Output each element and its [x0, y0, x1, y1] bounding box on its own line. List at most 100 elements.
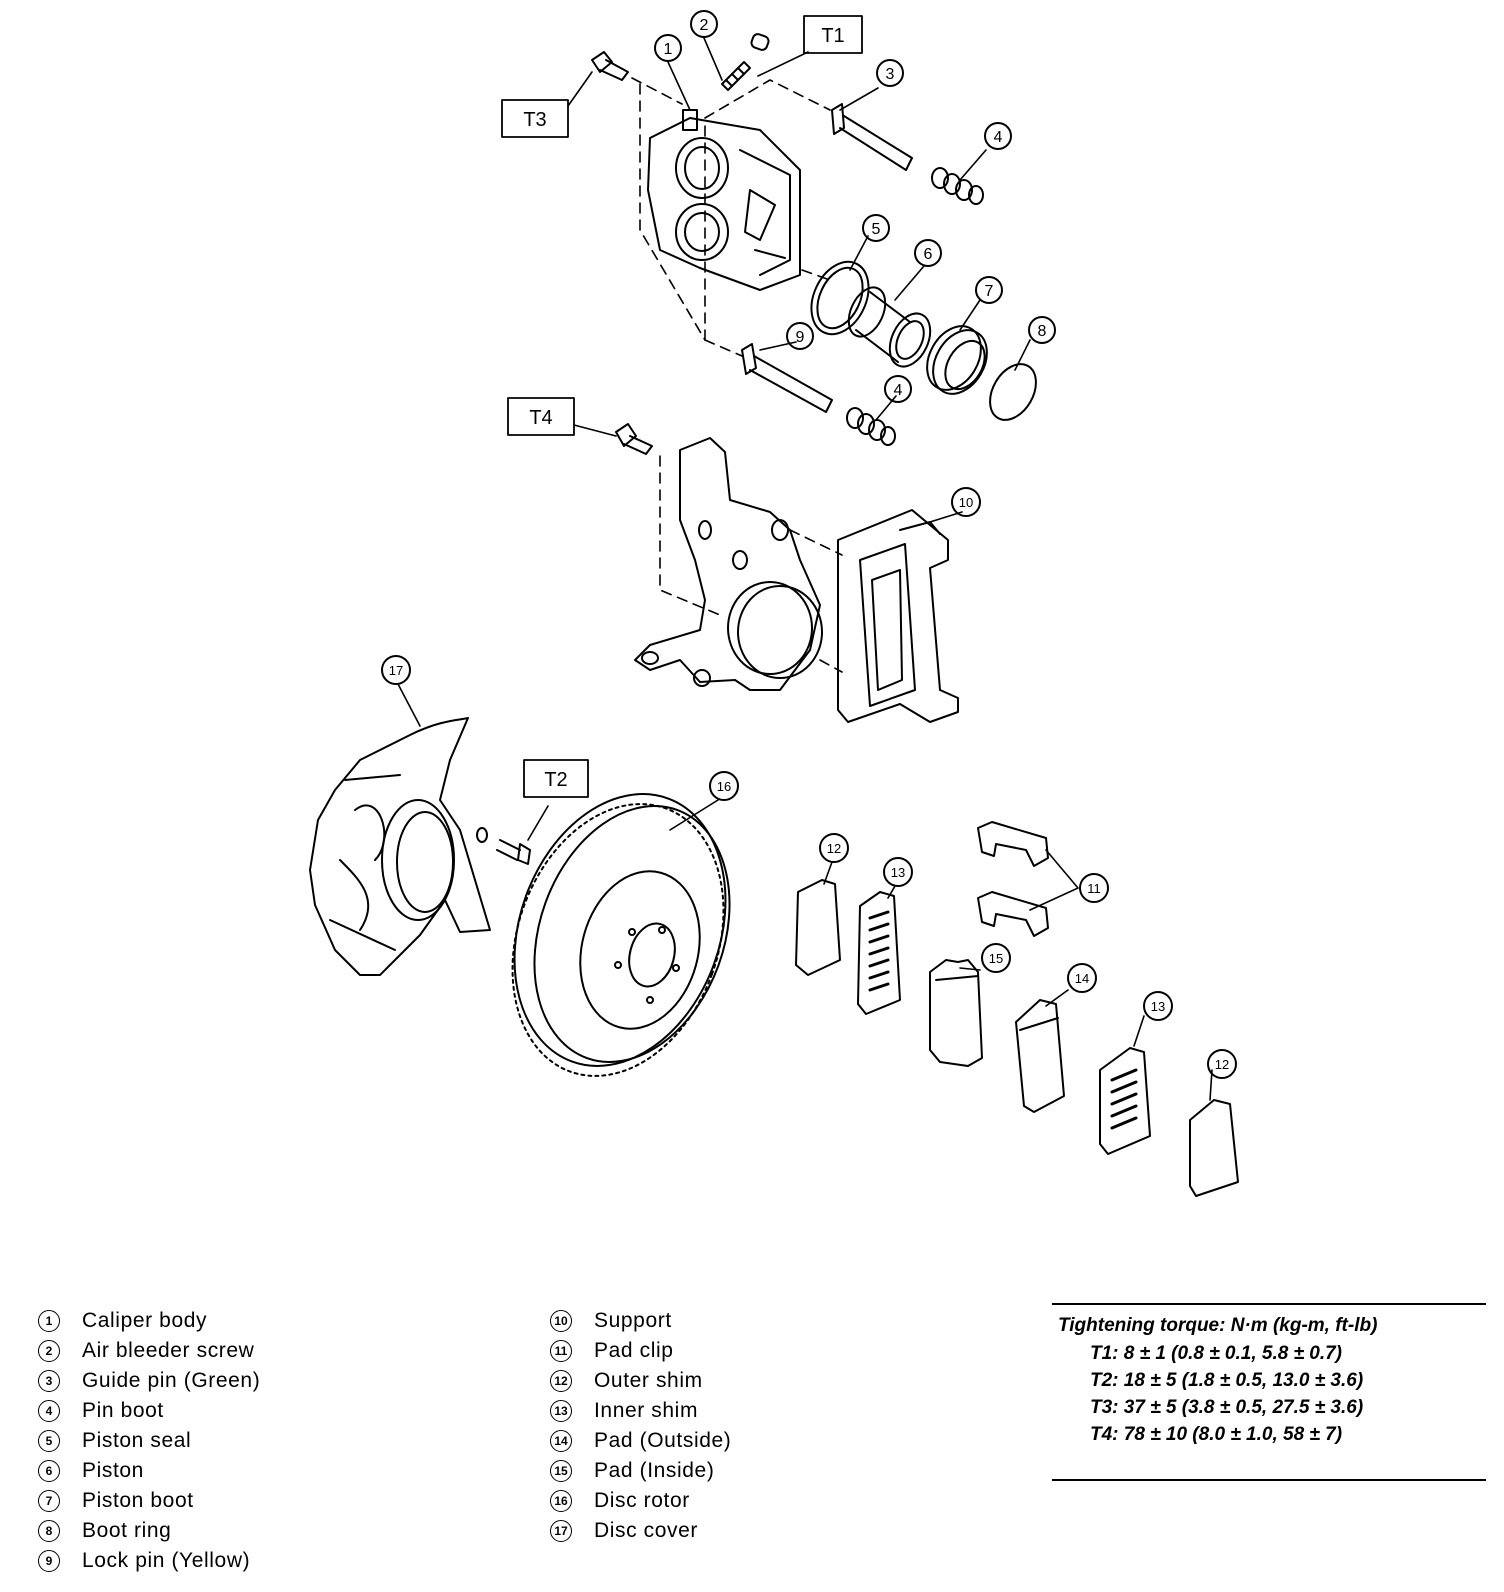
callout-16: 16 — [709, 771, 739, 801]
t2-bolt — [476, 827, 531, 865]
tag-t4: T4 — [507, 397, 575, 436]
callout-4-lower: 4 — [884, 375, 912, 403]
svg-text:17: 17 — [389, 663, 403, 678]
outer-shim-right — [1189, 1099, 1239, 1197]
pad-clip — [977, 821, 1049, 937]
legend-number: 4 — [38, 1400, 60, 1422]
legend-label: Guide pin (Green) — [82, 1369, 261, 1392]
torque-table-title: Tightening torque: N·m (kg-m, ft-lb) — [1058, 1315, 1378, 1336]
svg-text:12: 12 — [827, 841, 841, 856]
callout-13-right: 13 — [1143, 991, 1173, 1021]
legend-item: 7 Piston boot — [38, 1486, 260, 1516]
piston-boot — [926, 325, 988, 395]
legend-item: 4 Pin boot — [38, 1396, 260, 1426]
callout-5: 5 — [862, 214, 890, 242]
legend-number: 5 — [38, 1430, 60, 1452]
callout-11: 11 — [1079, 873, 1109, 903]
legend-number: 10 — [550, 1310, 572, 1332]
legend-number: 6 — [38, 1460, 60, 1482]
callout-9: 9 — [786, 322, 814, 350]
svg-text:8: 8 — [1038, 323, 1047, 340]
legend-item: 3 Guide pin (Green) — [38, 1366, 260, 1396]
pad-outside — [1015, 999, 1065, 1113]
legend-number: 7 — [38, 1490, 60, 1512]
legend-label: Piston seal — [82, 1429, 192, 1452]
pad-inside — [929, 959, 983, 1067]
callout-12-right: 12 — [1207, 1049, 1237, 1079]
callout-6: 6 — [914, 239, 942, 267]
svg-text:13: 13 — [891, 865, 905, 880]
svg-text:4: 4 — [894, 382, 903, 399]
t3-bolt — [591, 51, 629, 81]
svg-text:2: 2 — [700, 17, 709, 34]
tightening-torque-table: Tightening torque: N·m (kg-m, ft-lb) T1:… — [1052, 1303, 1486, 1481]
legend-number: 15 — [550, 1460, 572, 1482]
torque-line-t2: T2: 18 ± 5 (1.8 ± 0.5, 13.0 ± 3.6) — [1090, 1370, 1364, 1391]
tag-t2: T2 — [523, 759, 589, 798]
callout-13-left: 13 — [883, 857, 913, 887]
legend-number: 12 — [550, 1370, 572, 1392]
legend-label: Support — [594, 1309, 672, 1332]
callout-14: 14 — [1067, 963, 1097, 993]
legend-number: 9 — [38, 1550, 60, 1572]
torque-line-t4: T4: 78 ± 10 (8.0 ± 1.0, 58 ± 7) — [1090, 1424, 1343, 1445]
svg-text:13: 13 — [1151, 999, 1165, 1014]
legend-number: 17 — [550, 1520, 572, 1542]
legend-number: 16 — [550, 1490, 572, 1512]
callout-12-left: 12 — [819, 833, 849, 863]
pin-boot-upper — [931, 167, 984, 205]
svg-text:10: 10 — [959, 495, 973, 510]
legend-label: Pad (Inside) — [594, 1459, 715, 1482]
pin-boot-lower — [846, 407, 896, 446]
legend-label: Pin boot — [82, 1399, 164, 1422]
legend-item: 5 Piston seal — [38, 1426, 260, 1456]
svg-text:T3: T3 — [523, 109, 546, 131]
legend-label: Pad clip — [594, 1339, 674, 1362]
inner-shim-left — [857, 891, 901, 1015]
outer-shim-left — [795, 879, 841, 976]
legend-label: Piston boot — [82, 1489, 194, 1512]
callout-7: 7 — [975, 276, 1003, 304]
legend-number: 14 — [550, 1430, 572, 1452]
legend-item: 6 Piston — [38, 1456, 260, 1486]
legend-label: Piston — [82, 1459, 144, 1482]
callout-10: 10 — [951, 487, 981, 517]
callout-3: 3 — [876, 59, 904, 87]
piston — [847, 286, 932, 368]
legend-label: Pad (Outside) — [594, 1429, 732, 1452]
legend-label: Disc rotor — [594, 1489, 690, 1512]
legend-number: 3 — [38, 1370, 60, 1392]
svg-text:6: 6 — [924, 246, 933, 263]
legend-item: 15 Pad (Inside) — [550, 1456, 731, 1486]
svg-text:15: 15 — [989, 951, 1003, 966]
legend-label: Boot ring — [82, 1519, 172, 1542]
svg-text:14: 14 — [1075, 971, 1089, 986]
legend-label: Outer shim — [594, 1369, 703, 1392]
callout-4-upper: 4 — [984, 122, 1012, 150]
assembly-lines-caliper — [631, 77, 831, 357]
support-bracket — [837, 509, 959, 723]
legend-item: 16 Disc rotor — [550, 1486, 731, 1516]
assembly-lines-knuckle — [659, 455, 843, 673]
svg-text:7: 7 — [985, 283, 994, 300]
callout-8: 8 — [1028, 316, 1056, 344]
piston-seal — [810, 260, 870, 336]
svg-text:12: 12 — [1215, 1057, 1229, 1072]
legend-number: 2 — [38, 1340, 60, 1362]
callout-15: 15 — [981, 943, 1011, 973]
svg-text:T2: T2 — [544, 769, 567, 791]
legend-number: 13 — [550, 1400, 572, 1422]
svg-text:T1: T1 — [821, 25, 844, 47]
svg-text:3: 3 — [886, 66, 895, 83]
legend-item: 10 Support — [550, 1306, 731, 1336]
disc-cover — [309, 717, 491, 976]
inner-shim-right — [1099, 1047, 1151, 1155]
